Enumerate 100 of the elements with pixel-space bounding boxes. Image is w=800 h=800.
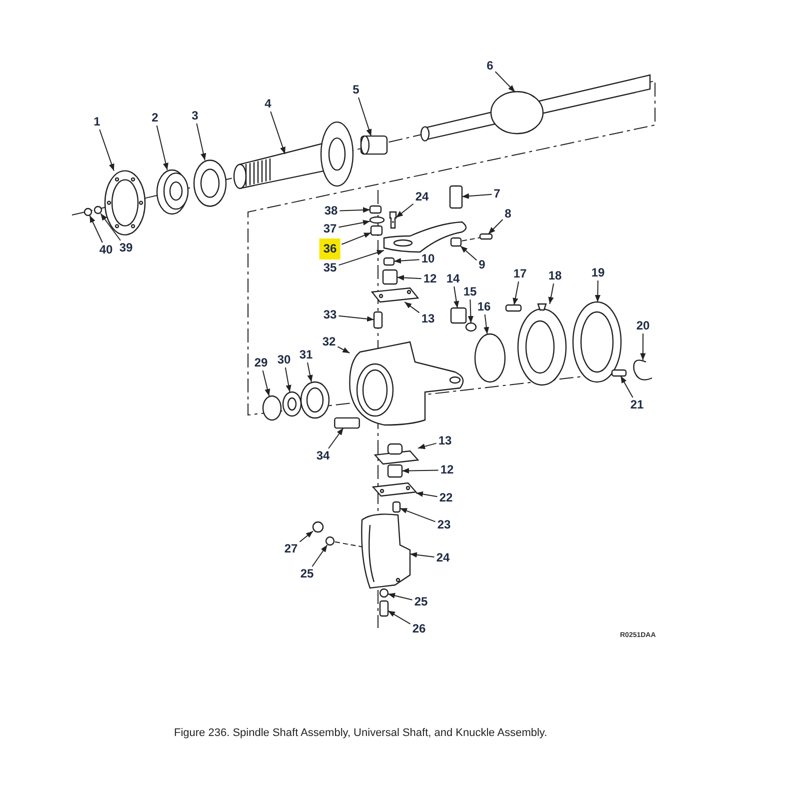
bearing-cup-drawing — [193, 160, 227, 207]
gasket-drawing — [572, 301, 622, 383]
leader-line — [548, 283, 554, 304]
callout-number: 18 — [547, 270, 563, 282]
nut-drawing — [84, 208, 92, 216]
callout-number: 2 — [150, 112, 160, 124]
leader-line — [468, 299, 474, 324]
callout-number: 40 — [98, 244, 114, 256]
leader-line — [307, 362, 313, 382]
seal-drawing — [300, 381, 330, 419]
callout-number: 25 — [299, 568, 315, 580]
callout-number: 13 — [437, 434, 453, 448]
washer-drawing — [369, 216, 385, 224]
leader-line — [454, 286, 460, 308]
leader-line — [396, 274, 422, 281]
callout-number: 9 — [478, 258, 486, 272]
callout-number: 24 — [414, 190, 430, 204]
callout-number: 3 — [190, 110, 200, 122]
bracket-drawing — [361, 514, 411, 589]
callout-number: 38 — [323, 204, 339, 218]
seal-drawing — [383, 257, 395, 266]
leader-line — [620, 376, 634, 398]
callout-number: 19 — [590, 266, 606, 280]
callout-number: 32 — [321, 336, 337, 348]
leader-line — [400, 508, 436, 522]
ring-drawing — [282, 391, 302, 417]
bolt-drawing — [379, 600, 389, 617]
leader-line — [341, 232, 372, 245]
cap-drawing — [370, 287, 420, 303]
callout-number: 6 — [486, 60, 494, 72]
callout-number: 24 — [435, 552, 451, 564]
bushing-drawing — [382, 269, 398, 285]
callout-number: 33 — [322, 308, 338, 322]
cap-drawing — [374, 443, 420, 465]
callout-number: 8 — [504, 208, 512, 220]
callout-number: 12 — [439, 464, 455, 476]
leader-line — [404, 302, 420, 314]
leader-line — [358, 97, 372, 137]
grease-fitting-drawing — [392, 501, 401, 513]
seal-flange-drawing — [104, 170, 146, 236]
bearing-cone-drawing — [156, 169, 189, 215]
callout-number: 20 — [635, 320, 651, 332]
leader-line — [388, 592, 413, 600]
bushing-drawing — [360, 135, 388, 155]
leader-line — [99, 129, 114, 172]
leader-line — [418, 442, 437, 450]
leader-line — [338, 315, 374, 322]
callout-number: 22 — [438, 492, 454, 504]
bushing-drawing — [370, 225, 383, 236]
leader-line — [512, 281, 520, 306]
leader-line — [339, 207, 370, 213]
spindle-drawing — [233, 121, 354, 190]
leader-line — [594, 280, 600, 302]
callout-number: 39 — [118, 242, 134, 254]
leader-line — [460, 246, 478, 261]
leader-line — [402, 468, 439, 474]
washer-drawing — [465, 322, 477, 332]
bushing-drawing — [387, 464, 403, 478]
leader-line — [328, 428, 344, 449]
highlighted-callout-number: 36 — [319, 238, 341, 260]
washer-drawing — [262, 395, 282, 421]
callout-number: 29 — [253, 356, 269, 370]
bolt-drawing — [450, 307, 467, 324]
callout-number: 17 — [512, 268, 528, 280]
leader-line — [284, 367, 292, 392]
callout-number: 5 — [352, 84, 360, 96]
leader-line — [312, 544, 328, 567]
stud-drawing — [373, 311, 383, 329]
grease-fitting-drawing — [389, 211, 397, 229]
callout-number: 26 — [411, 622, 427, 636]
leader-line — [388, 610, 411, 624]
callout-number: 12 — [422, 272, 438, 286]
leader-line — [338, 250, 384, 266]
leader-line — [156, 125, 168, 170]
leader-line — [416, 491, 438, 498]
leader-line — [89, 215, 103, 243]
leader-line — [337, 346, 350, 354]
callout-number: 30 — [276, 354, 292, 366]
retaining-ring-drawing — [633, 360, 652, 380]
leader-line — [484, 314, 490, 334]
bolt-drawing — [505, 304, 522, 312]
washer-drawing — [325, 536, 335, 546]
leader-line — [100, 213, 121, 241]
washer-drawing — [379, 588, 389, 598]
callout-number: 10 — [420, 252, 436, 266]
universal-shaft-drawing — [420, 74, 651, 142]
callout-number: 1 — [92, 116, 102, 128]
plate-drawing — [372, 482, 418, 497]
leader-line — [462, 237, 480, 242]
bolt-drawing — [312, 521, 324, 533]
seal-drawing — [517, 303, 567, 386]
callout-number: 4 — [264, 98, 272, 110]
callout-number: 14 — [445, 272, 461, 286]
steering-knuckle-drawing — [349, 341, 464, 426]
callout-number: 21 — [629, 398, 645, 412]
callout-number: 15 — [462, 286, 478, 298]
pin-drawing — [334, 417, 360, 429]
pin-drawing — [479, 233, 493, 240]
leader-line — [396, 203, 414, 218]
callout-number: 35 — [322, 262, 338, 274]
